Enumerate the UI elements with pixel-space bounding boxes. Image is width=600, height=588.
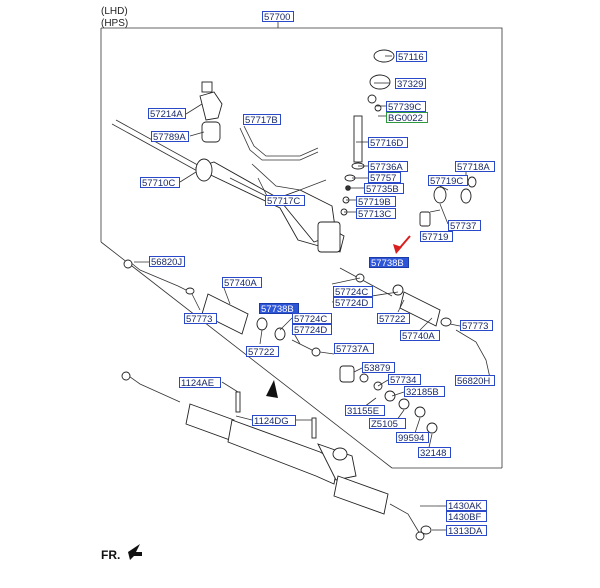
support-yoke: [339, 365, 355, 383]
label-57214A[interactable]: 57214A: [148, 108, 186, 120]
label-57724C-left[interactable]: 57724C: [292, 313, 332, 325]
label-57736A[interactable]: 57736A: [368, 161, 408, 173]
label-57773-right[interactable]: 57773: [460, 320, 493, 332]
inner-tie-rod-right: [339, 267, 393, 297]
label-57724C-right[interactable]: 57724C: [333, 286, 373, 298]
label-57710C[interactable]: 57710C: [140, 177, 180, 189]
label-57773-left[interactable]: 57773: [184, 313, 217, 325]
label-57738B-right[interactable]: 57738B: [369, 257, 409, 269]
label-57719C[interactable]: 57719C: [428, 175, 468, 187]
label-57719B[interactable]: 57719B: [356, 196, 396, 208]
label-Z5105[interactable]: Z5105: [369, 418, 406, 430]
outer-tie-rod-right: [455, 329, 491, 379]
complete-rack-assembly: [121, 371, 425, 541]
label-56820H[interactable]: 56820H: [455, 375, 495, 387]
label-BG0022[interactable]: BG0022: [386, 112, 428, 124]
label-57718A[interactable]: 57718A: [455, 161, 495, 173]
label-99594[interactable]: 99594: [396, 432, 429, 444]
label-1124DG[interactable]: 1124DG: [252, 415, 296, 427]
header-lhd: (LHD): [101, 6, 128, 17]
label-53879[interactable]: 53879: [362, 362, 395, 374]
label-57724D-right[interactable]: 57724D: [333, 297, 373, 309]
label-57713C[interactable]: 57713C: [356, 208, 396, 220]
fr-arrow-icon: [128, 544, 142, 560]
label-57789A[interactable]: 57789A: [151, 131, 189, 143]
label-57717B[interactable]: 57717B: [243, 114, 281, 126]
label-57719[interactable]: 57719: [420, 231, 453, 243]
label-31155E[interactable]: 31155E: [345, 405, 385, 417]
label-57722-left[interactable]: 57722: [246, 346, 279, 358]
label-57716D[interactable]: 57716D: [368, 137, 408, 149]
lock-nut: [369, 74, 391, 90]
label-57734[interactable]: 57734: [388, 374, 421, 386]
label-57700[interactable]: 57700: [262, 11, 294, 23]
pointer-triangle: [266, 380, 278, 398]
header-hps: (HPS): [101, 18, 129, 29]
dust-cover: [373, 49, 395, 63]
fr-label: FR.: [101, 548, 121, 562]
bellows-boot-left: [201, 293, 249, 335]
frame-top-right: [101, 27, 503, 468]
label-57717C[interactable]: 57717C: [265, 195, 305, 207]
label-1430BF[interactable]: 1430BF: [446, 511, 487, 523]
rack-tube-line: [111, 123, 211, 179]
label-57116[interactable]: 57116: [396, 51, 427, 63]
label-1313DA[interactable]: 1313DA: [446, 525, 487, 537]
label-57739C[interactable]: 57739C: [386, 101, 426, 113]
label-37329[interactable]: 37329: [395, 78, 426, 90]
label-57757[interactable]: 57757: [368, 172, 401, 184]
label-56820J[interactable]: 56820J: [149, 256, 185, 268]
bellows-boot-right: [399, 291, 441, 327]
label-32148[interactable]: 32148: [418, 447, 451, 459]
clamp-bracket: [199, 91, 223, 121]
label-57738B-left[interactable]: 57738B: [259, 303, 299, 315]
label-1430AK[interactable]: 1430AK: [446, 500, 487, 512]
label-57722-right[interactable]: 57722: [377, 313, 410, 325]
mount-bushing: [201, 121, 221, 143]
label-57737[interactable]: 57737: [448, 220, 481, 232]
label-57724D-left[interactable]: 57724D: [292, 324, 332, 336]
label-32185B[interactable]: 32185B: [404, 386, 445, 398]
label-57737A[interactable]: 57737A: [334, 343, 374, 355]
label-1124AE[interactable]: 1124AE: [179, 377, 221, 389]
label-57740A-left[interactable]: 57740A: [222, 277, 262, 289]
feed-tube-upper: [239, 127, 319, 161]
pinion-shaft: [353, 115, 363, 163]
label-57735B[interactable]: 57735B: [364, 183, 404, 195]
label-57740A-right[interactable]: 57740A: [400, 330, 440, 342]
outer-tie-rod-left: [129, 261, 187, 291]
feed-tube-lower: [251, 163, 327, 191]
